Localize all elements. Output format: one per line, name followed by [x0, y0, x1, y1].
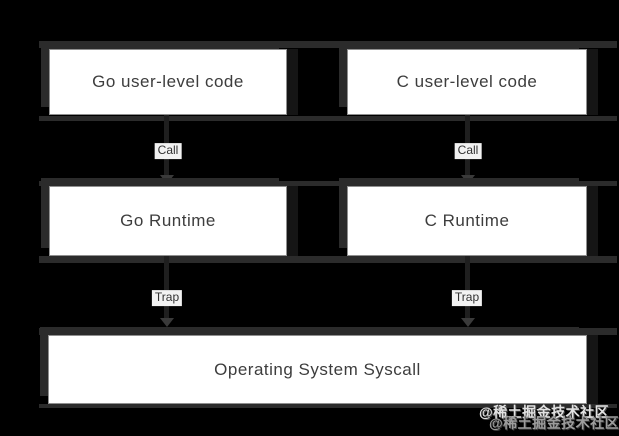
node-c-runtime: C Runtime: [347, 186, 587, 256]
arrow-down-icon: [461, 175, 475, 184]
node-label: Go user-level code: [92, 72, 244, 91]
edge-label-call-go: Call: [154, 143, 182, 159]
node-operating-system-syscall: Operating System Syscall: [48, 335, 587, 404]
row3-top-shadow-stripe: [39, 328, 617, 335]
watermark-text: @稀土掘金技术社区: [479, 404, 610, 420]
arrow-down-icon: [461, 318, 475, 327]
node-label: Operating System Syscall: [214, 359, 421, 379]
edge-label-trap-go: Trap: [151, 290, 183, 306]
edge-label-call-c: Call: [454, 143, 482, 159]
node-label: C user-level code: [396, 72, 538, 91]
row2-bottom-shadow-stripe: [39, 256, 617, 263]
row2-top-shadow-stripe: [39, 181, 617, 186]
watermark-text: @稀土掘金技术社区: [489, 415, 619, 431]
edge-c-runtime-to-os-syscall: [465, 256, 470, 319]
row1-top-shadow-stripe: [39, 41, 617, 48]
node-label: C Runtime: [424, 211, 510, 230]
node-label: Go Runtime: [120, 211, 216, 230]
edge-go-runtime-to-os-syscall: [164, 256, 169, 319]
node-c-user-level-code: C user-level code: [347, 49, 587, 115]
edge-label-trap-c: Trap: [451, 290, 483, 306]
node-go-runtime: Go Runtime: [49, 186, 287, 256]
arrow-down-icon: [160, 175, 174, 184]
arrow-down-icon: [160, 318, 174, 327]
node-go-user-level-code: Go user-level code: [49, 49, 287, 115]
row1-bottom-shadow-stripe: [39, 116, 617, 121]
row3-bottom-shadow-stripe: [39, 404, 617, 408]
